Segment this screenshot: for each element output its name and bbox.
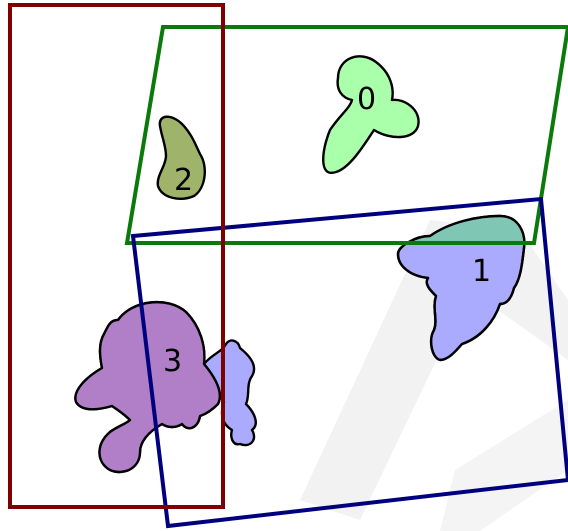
shape-0: 0 xyxy=(323,56,418,172)
shape-1-label: 1 xyxy=(472,254,491,289)
shape-0-label: 0 xyxy=(357,82,376,117)
shape-2: 2 xyxy=(158,117,205,199)
shape-3-label: 3 xyxy=(163,344,182,379)
shape-2-label: 2 xyxy=(174,163,193,198)
shape-3: 3 xyxy=(75,302,255,472)
